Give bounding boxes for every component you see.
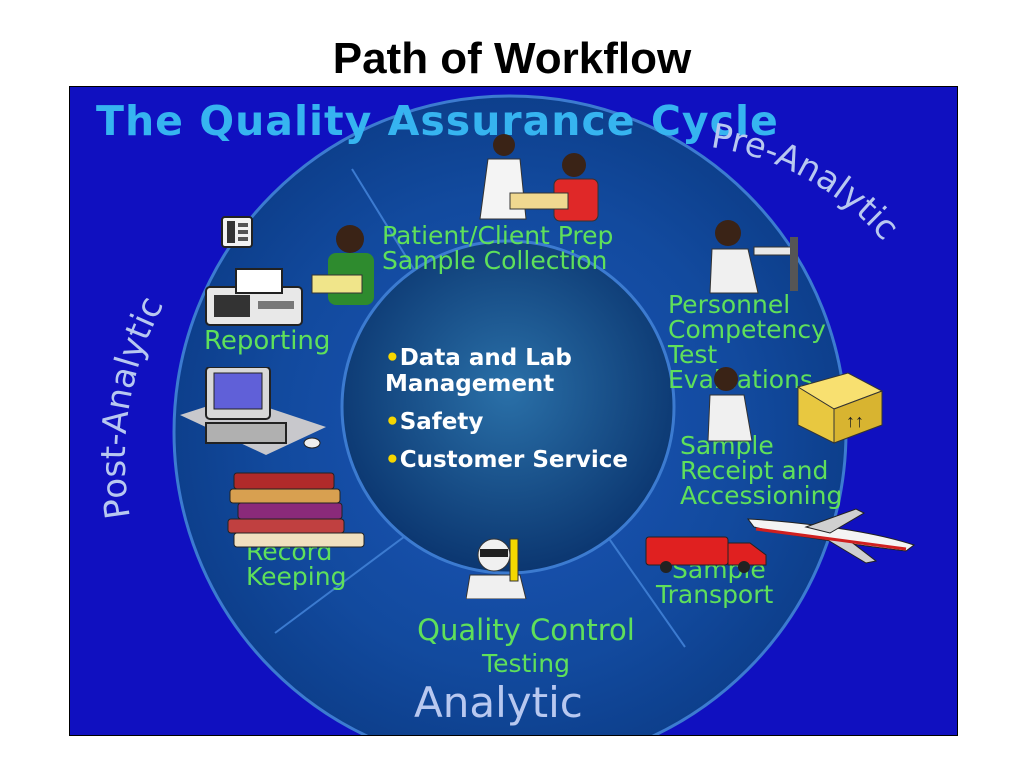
computer-icon xyxy=(180,367,326,455)
spoke xyxy=(602,529,686,648)
center-item-data: •Data and Lab Management xyxy=(385,345,572,397)
airplane-icon xyxy=(746,508,916,564)
books-icon xyxy=(227,472,365,548)
panel-title: The Quality Assurance Cycle xyxy=(96,97,779,145)
step-receipt: Sample Receipt and Accessioning xyxy=(680,431,843,510)
diagram-panel: The Quality Assurance Cycle Pre-Analytic… xyxy=(69,86,958,736)
step-qc: Quality Control Testing xyxy=(417,613,635,678)
technician-icon xyxy=(709,220,798,294)
svg-text:↑↑: ↑↑ xyxy=(846,411,864,431)
phone-icon xyxy=(221,216,253,248)
center-list: •Data and Lab Management •Safety •Custom… xyxy=(385,345,665,485)
step-personnel: Personnel Competency Test Evaluations xyxy=(668,290,826,394)
inner-circle xyxy=(340,239,676,575)
fax-machine-icon xyxy=(205,268,303,326)
lab-tech-box-icon: ↑↑ xyxy=(707,367,884,444)
lab-worker-reporting-icon xyxy=(311,225,374,305)
step-reporting: Reporting xyxy=(204,326,331,356)
patient-care-icon xyxy=(479,134,599,222)
qc-scientist-icon xyxy=(466,538,527,599)
slide-title: Path of Workflow xyxy=(332,34,692,83)
spoke xyxy=(274,524,421,634)
step-patient-prep: Patient/Client Prep Sample Collection xyxy=(382,221,614,275)
center-item-safety: •Safety xyxy=(385,409,484,435)
delivery-van-icon xyxy=(645,536,767,573)
step-record-keeping: Record Keeping xyxy=(246,537,347,591)
center-item-customer: •Customer Service xyxy=(385,447,628,473)
